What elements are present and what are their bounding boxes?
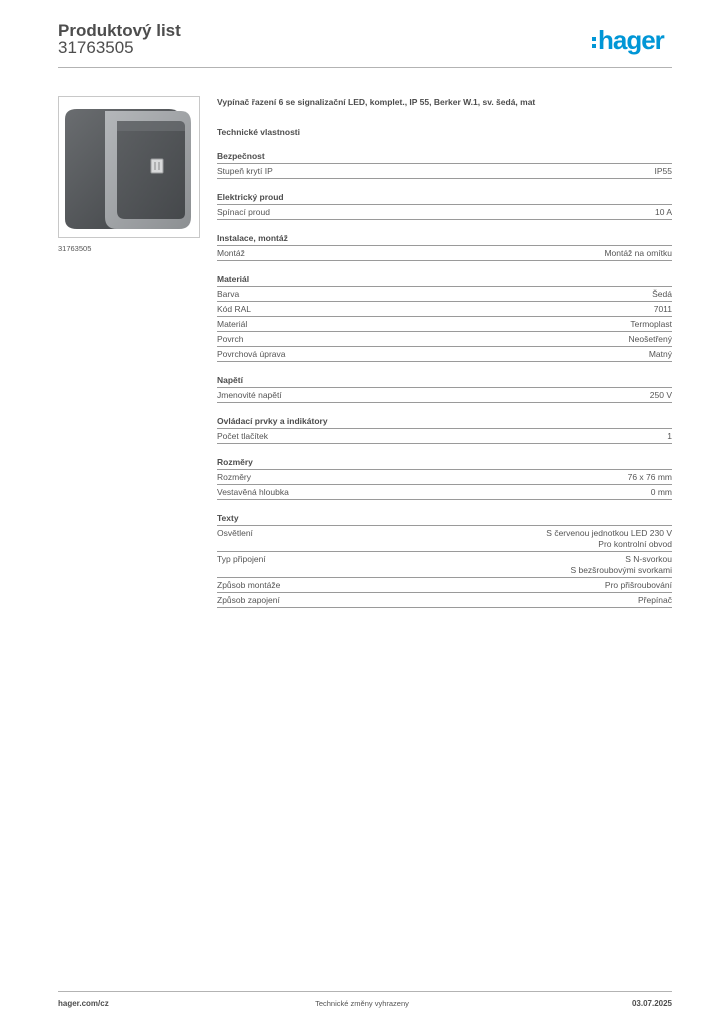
footer-divider	[58, 991, 672, 992]
logo-wordmark: hager	[598, 25, 665, 55]
spec-value: Pro přišroubování	[604, 580, 672, 590]
spec-row: Materiál Termoplast	[217, 317, 672, 332]
product-description: Vypínač řazení 6 se signalizační LED, ko…	[217, 97, 536, 107]
spec-row: Počet tlačítek 1	[217, 429, 672, 444]
spec-value: Termoplast	[630, 319, 672, 329]
section-title: Technické vlastnosti	[217, 127, 300, 137]
spec-value: Přepínač	[637, 595, 672, 605]
spec-value: 250 V	[649, 390, 672, 400]
spec-row: Způsob montáže Pro přišroubování	[217, 578, 672, 593]
spec-label: Typ připojení	[217, 554, 266, 564]
spec-label: Montáž	[217, 248, 245, 258]
spec-group-title: Materiál	[217, 273, 672, 287]
wall-switch-icon	[65, 109, 191, 229]
spec-row: Způsob zapojení Přepínač	[217, 593, 672, 608]
spec-group-title: Ovládací prvky a indikátory	[217, 415, 672, 429]
spec-label: Povrchová úprava	[217, 349, 286, 359]
hager-logo: hager	[592, 24, 665, 55]
spec-value: 1	[667, 431, 672, 441]
product-image	[58, 96, 200, 238]
spec-row: Jmenovité napětí 250 V	[217, 388, 672, 403]
spec-value: 10 A	[654, 207, 672, 217]
spec-row: Stupeň krytí IP IP55	[217, 164, 672, 179]
spec-group-title: Elektrický proud	[217, 191, 672, 205]
spec-value: Neošetřený	[628, 334, 672, 344]
header-divider	[58, 67, 672, 68]
spec-row: Typ připojení S N-svorkou S bezšroubovými…	[217, 552, 672, 578]
spec-value: 76 x 76 mm	[627, 472, 672, 482]
spec-label: Barva	[217, 289, 240, 299]
spec-label: Způsob zapojení	[217, 595, 280, 605]
spec-label: Spínací proud	[217, 207, 270, 217]
spec-label: Materiál	[217, 319, 248, 329]
spec-value: IP55	[654, 166, 673, 176]
spec-value: S N-svorkou S bezšroubovými svorkami	[570, 554, 672, 575]
footer-date: 03.07.2025	[631, 999, 672, 1008]
spec-value: 0 mm	[650, 487, 672, 497]
spec-row: Kód RAL 7011	[217, 302, 672, 317]
spec-value: S červenou jednotkou LED 230 V Pro kontr…	[546, 528, 672, 549]
spec-row: Povrchová úprava Matný	[217, 347, 672, 362]
spec-row: Vestavěná hloubka 0 mm	[217, 485, 672, 500]
spec-row: Rozměry 76 x 76 mm	[217, 470, 672, 485]
specification-panel: Vypínač řazení 6 se signalizační LED, ko…	[217, 96, 672, 608]
spec-value: Šedá	[652, 289, 672, 299]
spec-row: Barva Šedá	[217, 287, 672, 302]
spec-label: Způsob montáže	[217, 580, 281, 590]
spec-value: Montáž na omítku	[604, 248, 672, 258]
spec-label: Jmenovité napětí	[217, 390, 282, 400]
product-code: 31763505	[58, 38, 134, 57]
spec-label: Kód RAL	[217, 304, 252, 314]
spec-label: Povrch	[217, 334, 244, 344]
spec-group-title: Napětí	[217, 374, 672, 388]
footer-notice: Technické změny vyhrazeny	[315, 999, 409, 1008]
spec-row: Povrch Neošetřený	[217, 332, 672, 347]
spec-group-title: Bezpečnost	[217, 150, 672, 164]
spec-label: Stupeň krytí IP	[217, 166, 273, 176]
spec-label: Počet tlačítek	[217, 431, 269, 441]
spec-group-title: Texty	[217, 512, 672, 526]
logo-dots-icon	[592, 37, 596, 48]
footer-website[interactable]: hager.com/cz	[58, 999, 109, 1008]
spec-row: Montáž Montáž na omítku	[217, 246, 672, 261]
spec-label: Osvětlení	[217, 528, 253, 538]
spec-row: Osvětlení S červenou jednotkou LED 230 V …	[217, 526, 672, 552]
spec-group-title: Instalace, montáž	[217, 232, 672, 246]
spec-row: Spínací proud 10 A	[217, 205, 672, 220]
spec-label: Vestavěná hloubka	[217, 487, 289, 497]
image-caption: 31763505	[58, 244, 92, 253]
page-title: Produktový list	[58, 21, 181, 40]
spec-label: Rozměry	[217, 472, 252, 482]
spec-value: Matný	[648, 349, 672, 359]
spec-group-title: Rozměry	[217, 456, 672, 470]
spec-value: 7011	[653, 304, 672, 314]
